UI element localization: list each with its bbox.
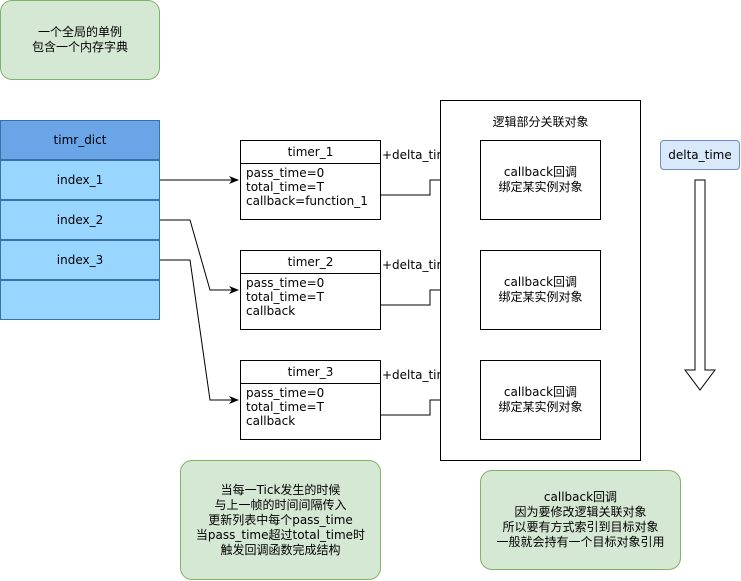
edge-index2-timer2 (160, 219, 239, 294)
note-callback-reference: callback回调 因为要修改逻辑关联对象 所以要有方式索引到目标对象 一般就… (480, 470, 681, 570)
timer-field: total_time=T (246, 400, 324, 414)
edge-index3-timer3 (160, 259, 239, 404)
callback-box-3: callback回调 绑定某实例对象 (480, 360, 601, 440)
delta-time-label: +delta_time (382, 148, 456, 162)
callback-line: 绑定某实例对象 (498, 290, 583, 304)
note-line: 当每一Tick发生的时候 (220, 482, 341, 497)
logic-group-title: 逻辑部分关联对象 (492, 115, 589, 129)
dict-row: index_2 (0, 200, 160, 240)
dict-row-empty (0, 280, 160, 320)
dict-row-label: index_2 (56, 213, 104, 227)
timer-box-1: timer_1 pass_time=0 total_time=T callbac… (240, 140, 381, 220)
dict-row-label: index_3 (56, 253, 104, 267)
timer-field: total_time=T (246, 180, 324, 194)
note-line: 当pass_time超过total_time时 (195, 527, 366, 542)
timer-field: pass_time=0 (246, 386, 325, 400)
timer-box-3: timer_3 pass_time=0 total_time=T callbac… (240, 360, 381, 440)
note-line: 触发回调函数完成结构 (220, 542, 341, 557)
timer-field: callback (246, 414, 296, 428)
note-line: 因为要修改逻辑关联对象 (514, 505, 647, 519)
delta-time-label: +delta_time (382, 368, 456, 382)
timer-field: callback=function_1 (246, 194, 368, 208)
note-line: 一个全局的单例 (37, 25, 122, 39)
note-line: 更新列表中每个pass_time (208, 512, 353, 527)
note-line: 一般就会持有一个目标对象引用 (496, 535, 665, 549)
dict-row: index_3 (0, 240, 160, 280)
dict-title: timr_dict (53, 133, 107, 147)
timer-name: timer_1 (241, 141, 380, 164)
delta-time-box: delta_time (660, 140, 740, 170)
delta-time-label: +delta_time (382, 258, 456, 272)
dict-header: timr_dict (0, 120, 160, 160)
callback-line: callback回调 (503, 165, 578, 179)
callback-line: 绑定某实例对象 (498, 400, 583, 414)
callback-line: callback回调 (503, 275, 578, 289)
timer-field: pass_time=0 (246, 276, 325, 290)
callback-line: 绑定某实例对象 (498, 180, 583, 194)
timer-field: pass_time=0 (246, 166, 325, 180)
note-line: 所以要有方式索引到目标对象 (502, 520, 659, 534)
dict-row: index_1 (0, 160, 160, 200)
timer-name: timer_2 (241, 251, 380, 274)
dict-row-label: index_1 (56, 173, 104, 187)
callback-box-1: callback回调 绑定某实例对象 (480, 140, 601, 220)
note-line: callback回调 (543, 490, 618, 504)
note-global-singleton: 一个全局的单例 包含一个内存字典 (0, 0, 160, 80)
callback-line: callback回调 (503, 385, 578, 399)
delta-time-down-arrow (684, 179, 716, 391)
timer-box-2: timer_2 pass_time=0 total_time=T callbac… (240, 250, 381, 330)
timer-field: callback (246, 304, 296, 318)
delta-time-box-label: delta_time (668, 148, 732, 162)
note-line: 与上一帧的时间间隔传入 (214, 497, 347, 512)
note-line: 包含一个内存字典 (31, 40, 128, 54)
timer-name: timer_3 (241, 361, 380, 384)
timer-field: total_time=T (246, 290, 324, 304)
note-tick-update: 当每一Tick发生的时候 与上一帧的时间间隔传入 更新列表中每个pass_tim… (180, 460, 381, 580)
callback-box-2: callback回调 绑定某实例对象 (480, 250, 601, 330)
